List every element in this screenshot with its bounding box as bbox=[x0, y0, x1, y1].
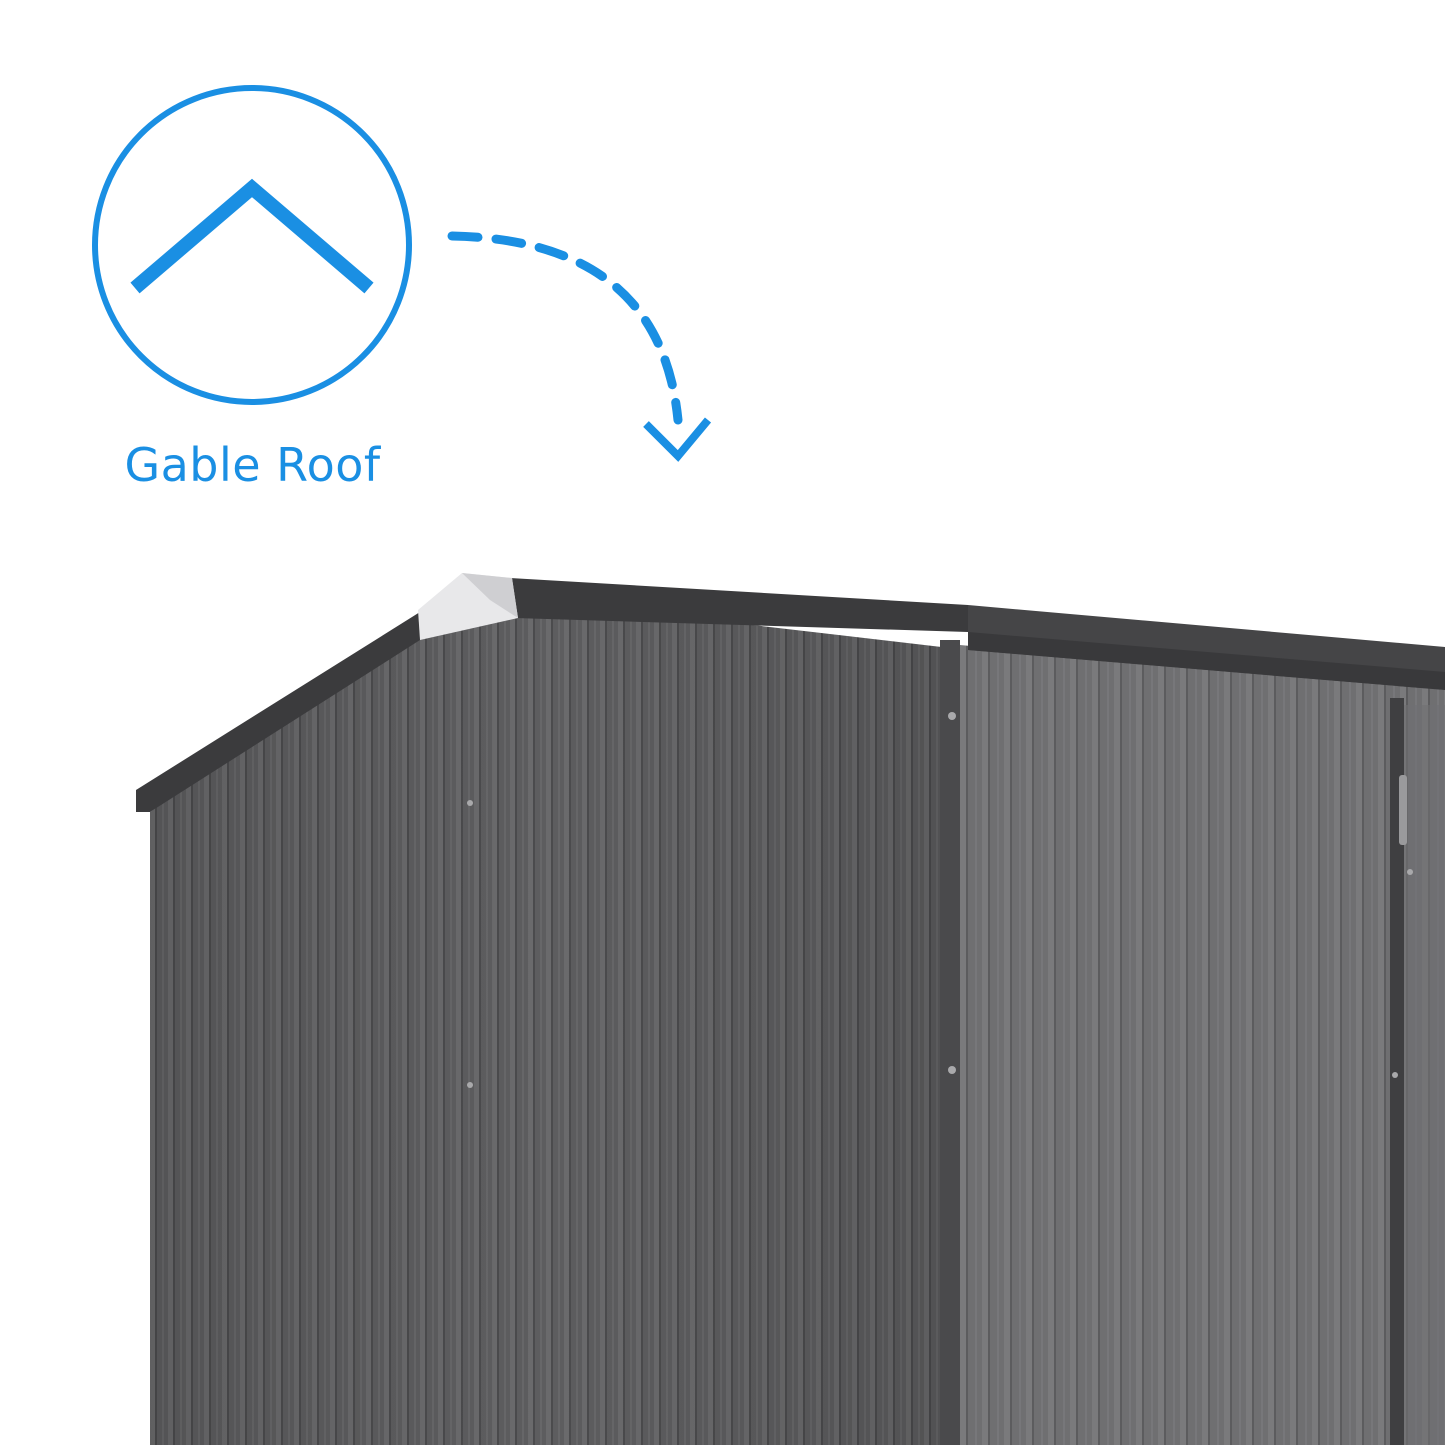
gable-roof-icon bbox=[130, 178, 374, 294]
shed-roof-trim-left bbox=[136, 612, 420, 812]
feature-badge bbox=[92, 85, 712, 462]
shed-roof-trim-right bbox=[510, 578, 968, 632]
arrowhead-icon bbox=[643, 417, 712, 462]
shed-door-frame bbox=[1390, 698, 1404, 1445]
feature-label: Gable Roof bbox=[124, 438, 381, 492]
gable-roof-icon-circle bbox=[92, 85, 412, 405]
shed-screws bbox=[467, 712, 1413, 1088]
shed-door-handle bbox=[1399, 775, 1407, 845]
shed-corner-post bbox=[940, 640, 960, 1445]
shed-side-wall bbox=[960, 645, 1445, 1445]
dashed-arrow-icon bbox=[447, 231, 683, 425]
